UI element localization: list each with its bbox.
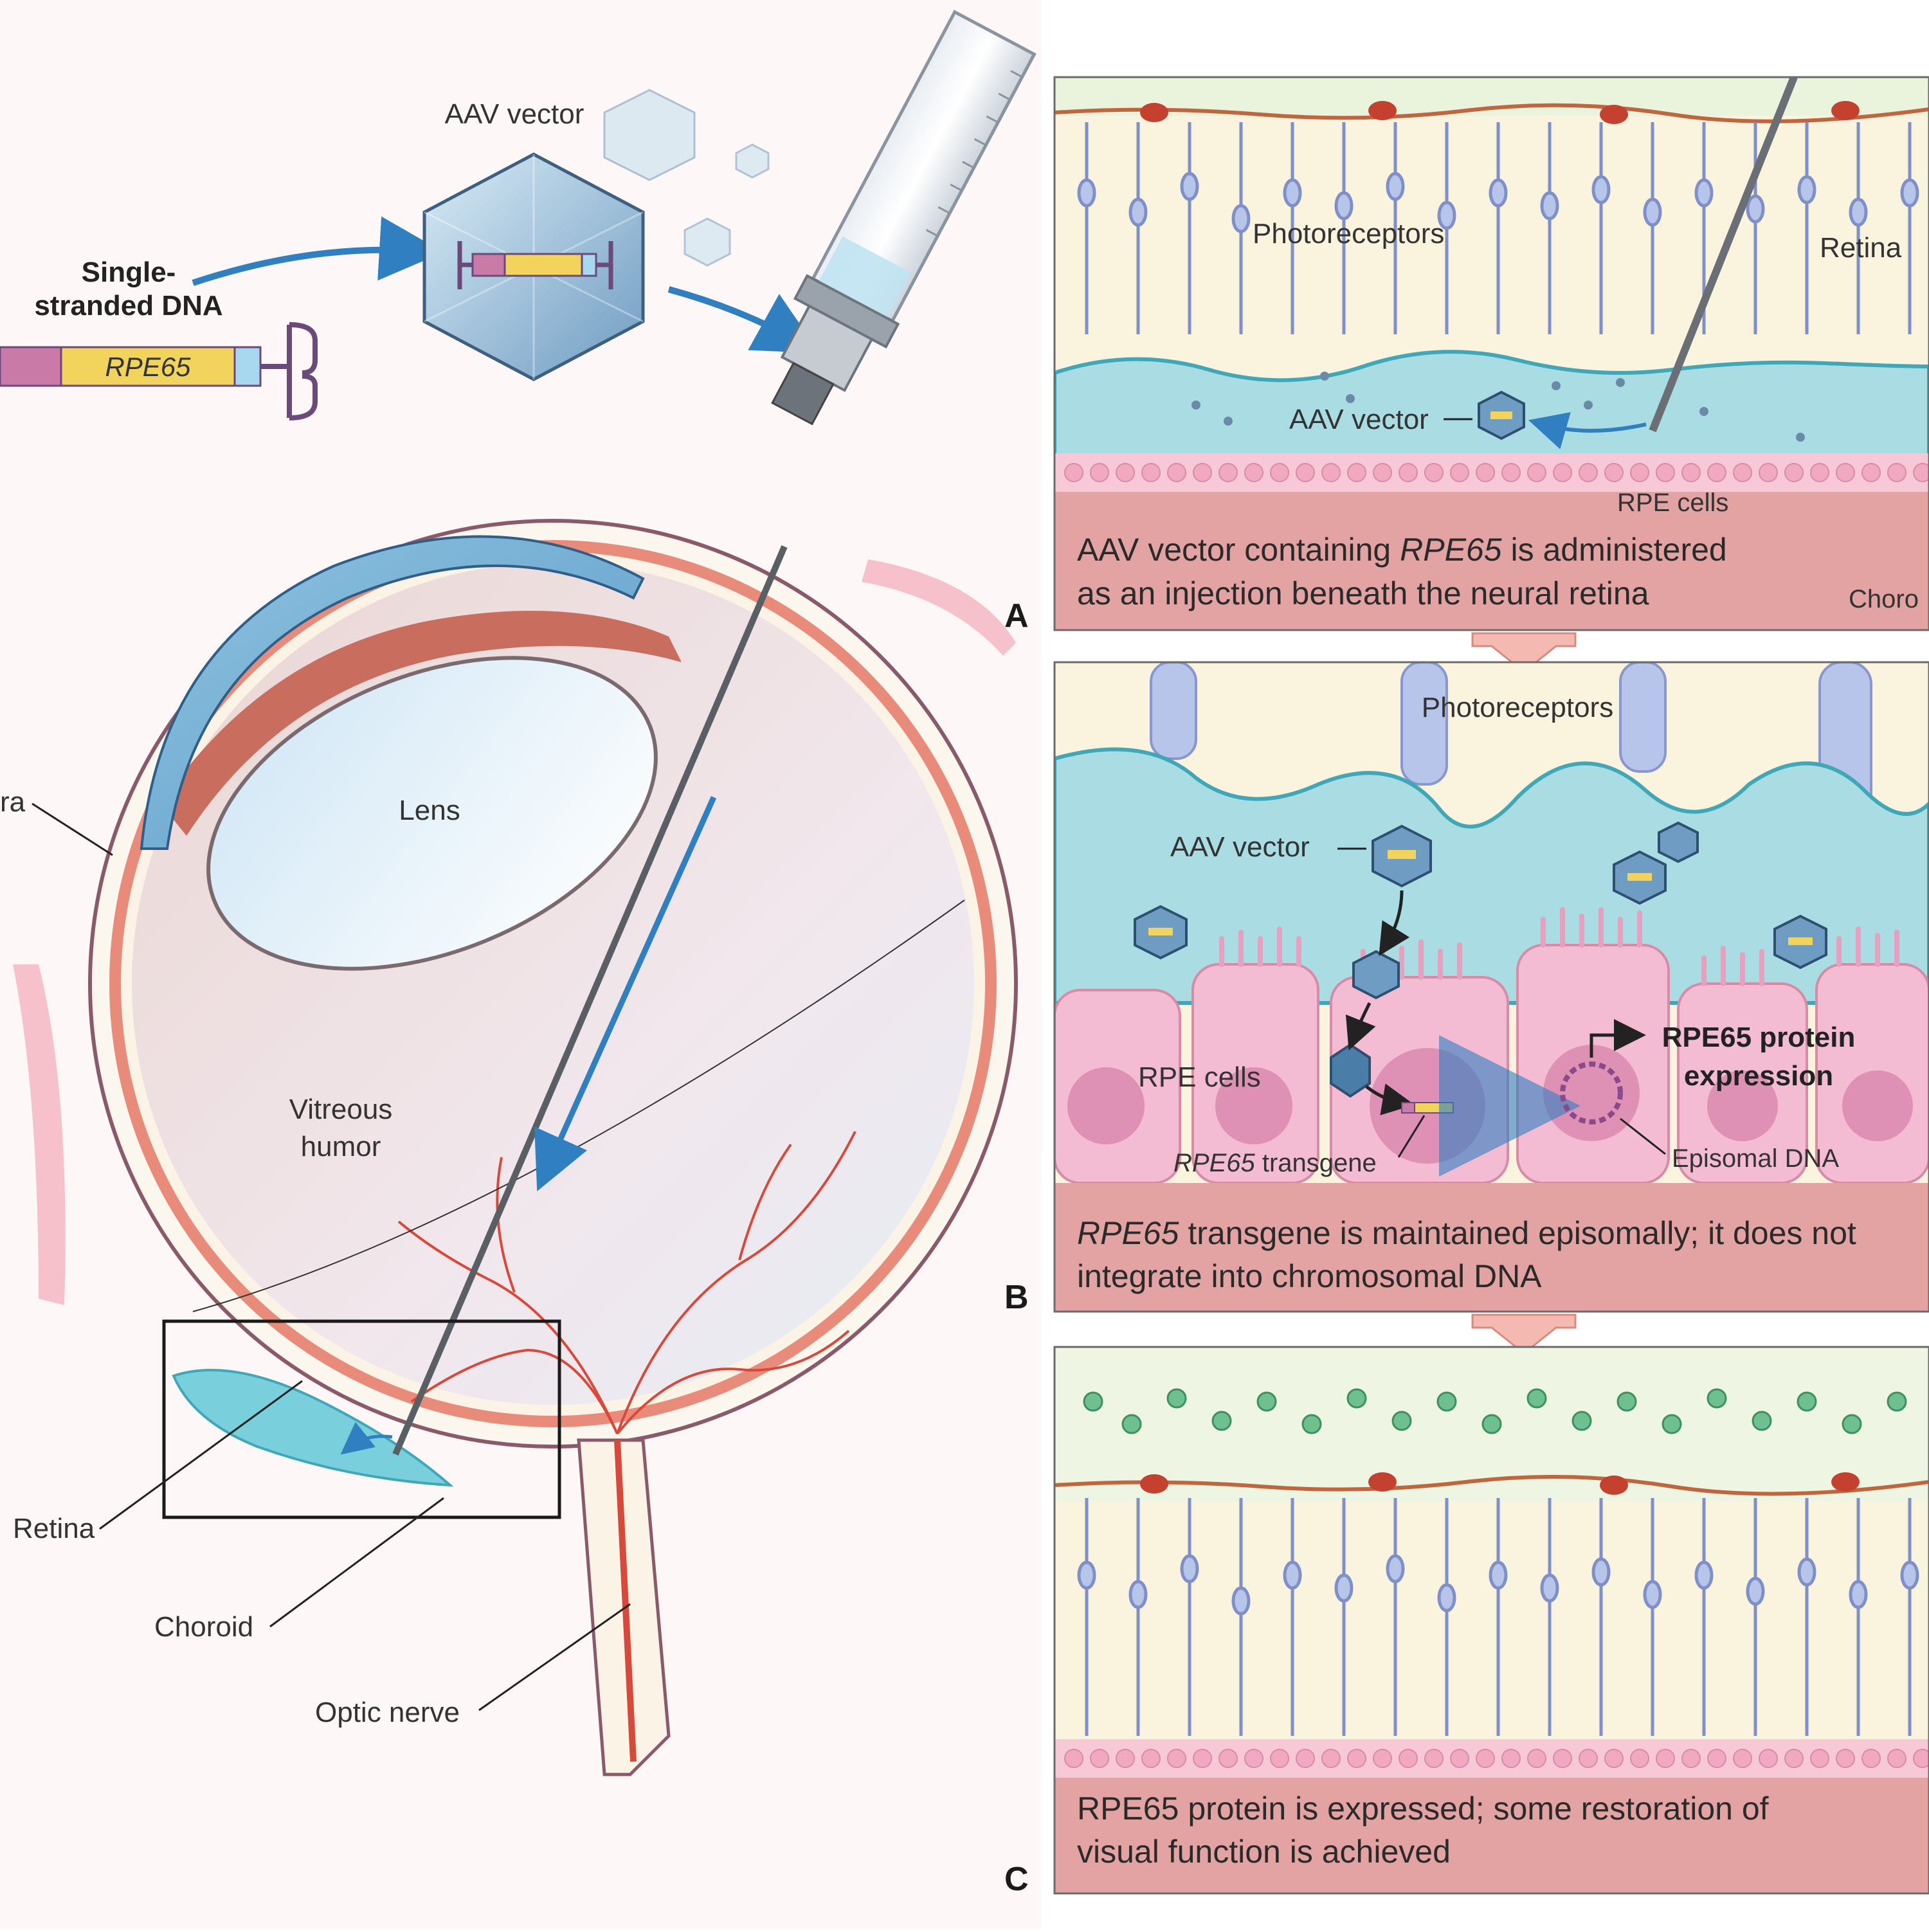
injection-path-arrow	[534, 796, 717, 1191]
panel-a-frame	[1053, 76, 1929, 631]
needle	[392, 545, 788, 1456]
aav-capsid-large	[422, 152, 645, 381]
panel-b-caption-line1: RPE65 transgene is maintained episomally…	[1077, 1215, 1856, 1251]
retina-leader	[99, 1380, 303, 1530]
panel-b-letter: B	[1004, 1279, 1029, 1316]
syringe	[392, 10, 1037, 1456]
gene-segment-left	[0, 346, 62, 387]
extraocular-muscle	[862, 559, 1016, 656]
panel-a-rpe-label: RPE cells	[1617, 489, 1728, 517]
release-arrow	[1528, 412, 1647, 449]
cornea	[140, 535, 645, 850]
vitreous-label-line2: humor	[301, 1131, 381, 1162]
step-arrow-a-b	[1471, 632, 1577, 673]
episomal-dna-icon	[1560, 1061, 1623, 1124]
panel-b-photoreceptors-label: Photoreceptors	[1422, 692, 1613, 723]
detail-inset-box	[162, 1319, 561, 1519]
panel-a-aav-label: AAV vector	[1289, 404, 1429, 435]
expression-arrow	[1589, 1019, 1646, 1058]
aav-vector-icons	[1134, 821, 1827, 1098]
gene-segment-right	[233, 346, 262, 387]
panel-b-frame	[1053, 661, 1929, 1313]
panel-b-rpe-label: RPE cells	[1138, 1061, 1261, 1093]
photoreceptor-cells	[1077, 122, 1919, 334]
aav-capsid-tiny	[684, 217, 731, 267]
loading-arrow	[667, 286, 820, 354]
eye-cross-section	[13, 519, 1018, 1776]
panel-c-letter: C	[1004, 1861, 1029, 1898]
panel-a-choroid-fragment: Choro	[1849, 585, 1919, 613]
lens	[206, 656, 658, 971]
aav-capsid-tiny	[735, 143, 770, 179]
panel-b-protein-line1: RPE65 protein	[1662, 1022, 1856, 1053]
panel-a-photoreceptors-label: Photoreceptors	[1253, 218, 1444, 249]
subretinal-bleb	[172, 1369, 454, 1487]
panel-c-caption-line1: RPE65 protein is expressed; some restora…	[1077, 1791, 1769, 1827]
panel-a: AAV vector Photoreceptors Retina RPE cel…	[1055, 77, 1929, 630]
gene-segment-rpe65	[60, 346, 236, 387]
vitreous-label-line1: Vitreous	[289, 1094, 393, 1125]
panel-a-needle	[1649, 77, 1798, 433]
panel-a-caption-line2: as an injection beneath the neural retin…	[1077, 575, 1649, 611]
lens-label: Lens	[399, 795, 460, 826]
panel-c-caption-band	[1055, 1778, 1929, 1893]
iris-ciliary	[161, 611, 682, 836]
panel-a-caption-line1: AAV vector containing RPE65 is administe…	[1077, 532, 1727, 568]
panel-a-retina-label: Retina	[1820, 232, 1902, 264]
choroid-leader	[269, 1497, 444, 1628]
itr-hairpin-icon	[260, 322, 318, 420]
panel-b-transgene-label: RPE65 transgene	[1173, 1149, 1377, 1177]
gene-label: RPE65	[105, 352, 191, 382]
sclera-leader	[32, 802, 113, 856]
panel-b-episomal-label: Episomal DNA	[1672, 1144, 1839, 1173]
ssdna-label-line1: Single-	[82, 257, 176, 288]
retinal-vessels	[397, 1131, 856, 1435]
panel-a-caption-band	[1055, 492, 1929, 630]
packaging-arrow	[192, 216, 444, 286]
panel-b-aav-label: AAV vector	[1170, 831, 1310, 863]
aav-capsid-small	[603, 89, 696, 181]
photoreceptor-cells	[1077, 1498, 1919, 1736]
optic-nerve-label: Optic nerve	[315, 1697, 460, 1728]
bleb-flow-arrow	[340, 1422, 393, 1455]
extraocular-muscle	[13, 964, 66, 1305]
ssdna-construct: RPE65 Single- stranded DNA	[0, 257, 318, 420]
optic-nerve-leader	[478, 1603, 631, 1711]
panel-b-caption-band	[1055, 1183, 1929, 1312]
aav-vector-top-label: AAV vector	[445, 98, 584, 130]
sclera-label-fragment: ra	[0, 786, 26, 818]
choroid-label: Choroid	[154, 1611, 253, 1643]
panel-b-protein-line2: expression	[1684, 1060, 1833, 1092]
retina-label: Retina	[13, 1513, 95, 1544]
central-vessel	[614, 1440, 637, 1762]
step-arrow-b-c	[1471, 1314, 1577, 1355]
subretinal-fluid	[1055, 747, 1929, 1005]
panel-c-frame	[1053, 1346, 1929, 1895]
panel-b-caption-line2: integrate into chromosomal DNA	[1077, 1258, 1542, 1294]
ganglion-cells	[1083, 1388, 1907, 1434]
panel-b: Photoreceptors AAV vector RPE cells RPE6…	[1055, 662, 1929, 1312]
panel-c: RPE65 protein is expressed; some restora…	[1055, 1347, 1929, 1893]
ssdna-label-line2: stranded DNA	[34, 290, 222, 321]
needle-hub	[771, 361, 835, 426]
panel-a-letter: A	[1004, 597, 1029, 635]
panel-c-caption-line2: visual function is achieved	[1077, 1834, 1451, 1870]
